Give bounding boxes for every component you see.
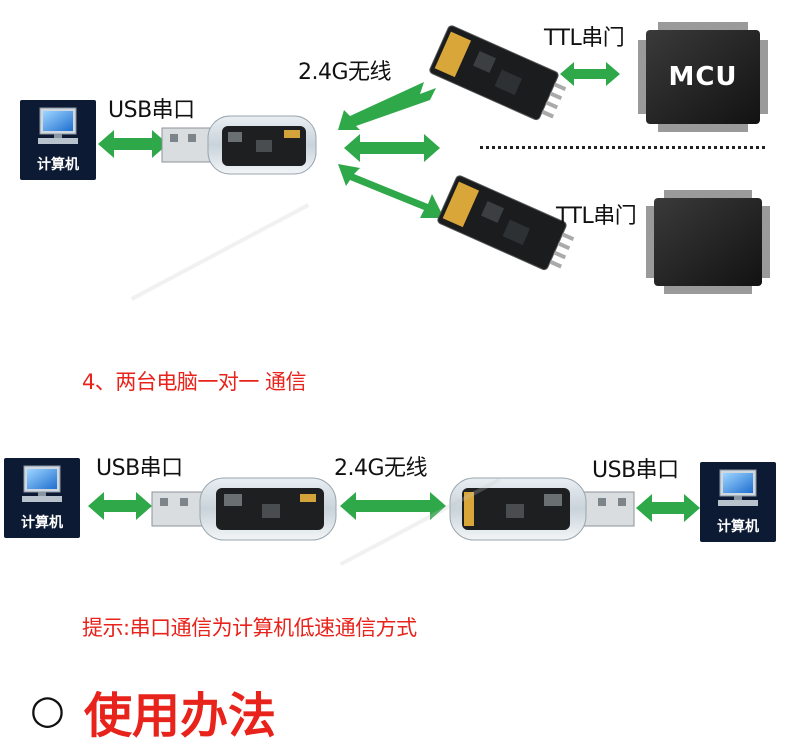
watermark-decoration bbox=[130, 203, 310, 301]
footer-bullet: ○ bbox=[30, 687, 65, 733]
tip-text: 提示:串口通信为计算机低速通信方式 bbox=[82, 616, 417, 640]
usb-dongle bbox=[161, 115, 317, 175]
computer-left-icon: 计算机 bbox=[4, 458, 80, 538]
computer-icon: 计算机 bbox=[20, 100, 96, 180]
arrow-module-mcu bbox=[560, 62, 620, 86]
wireless-module-1 bbox=[429, 25, 566, 121]
mcu-chip-2 bbox=[646, 190, 770, 294]
arrow-left-pc-usb bbox=[88, 492, 152, 520]
arrow-right-usb-pc bbox=[636, 494, 700, 522]
usb-serial-label: USB串口 bbox=[108, 98, 195, 123]
arrow-wireless-up bbox=[338, 82, 436, 130]
section-heading: 4、两台电脑一对一 通信 bbox=[82, 370, 307, 394]
computer-right-label: 计算机 bbox=[717, 519, 759, 535]
monitor-icon bbox=[718, 469, 758, 506]
mcu-chip: MCU bbox=[638, 22, 768, 132]
footer-title: 使用办法 bbox=[84, 688, 277, 744]
arrow-pc-usb bbox=[98, 130, 168, 158]
monitor-icon bbox=[22, 465, 62, 502]
arrow-wireless-down bbox=[338, 164, 444, 218]
arrow-dongle-dongle bbox=[340, 492, 446, 520]
usb-serial-right-label: USB串口 bbox=[592, 458, 679, 483]
dotted-separator bbox=[480, 146, 765, 149]
usb-dongle-left bbox=[151, 477, 337, 541]
wireless-module-2 bbox=[437, 175, 574, 271]
computer-left-label: 计算机 bbox=[21, 515, 63, 531]
computer-label: 计算机 bbox=[37, 157, 79, 173]
ttl-serial-label-2: TTL串门 bbox=[556, 204, 637, 229]
arrow-wireless-mid bbox=[344, 134, 440, 162]
monitor-icon bbox=[38, 107, 78, 144]
computer-right-icon: 计算机 bbox=[700, 462, 776, 542]
mcu-label: MCU bbox=[668, 62, 738, 92]
wireless-label-bottom: 2.4G无线 bbox=[334, 456, 428, 481]
ttl-serial-label-1: TTL串门 bbox=[544, 26, 625, 51]
usb-dongle-right bbox=[449, 477, 635, 541]
wireless-label: 2.4G无线 bbox=[298, 60, 392, 85]
usb-serial-left-label: USB串口 bbox=[96, 456, 183, 481]
